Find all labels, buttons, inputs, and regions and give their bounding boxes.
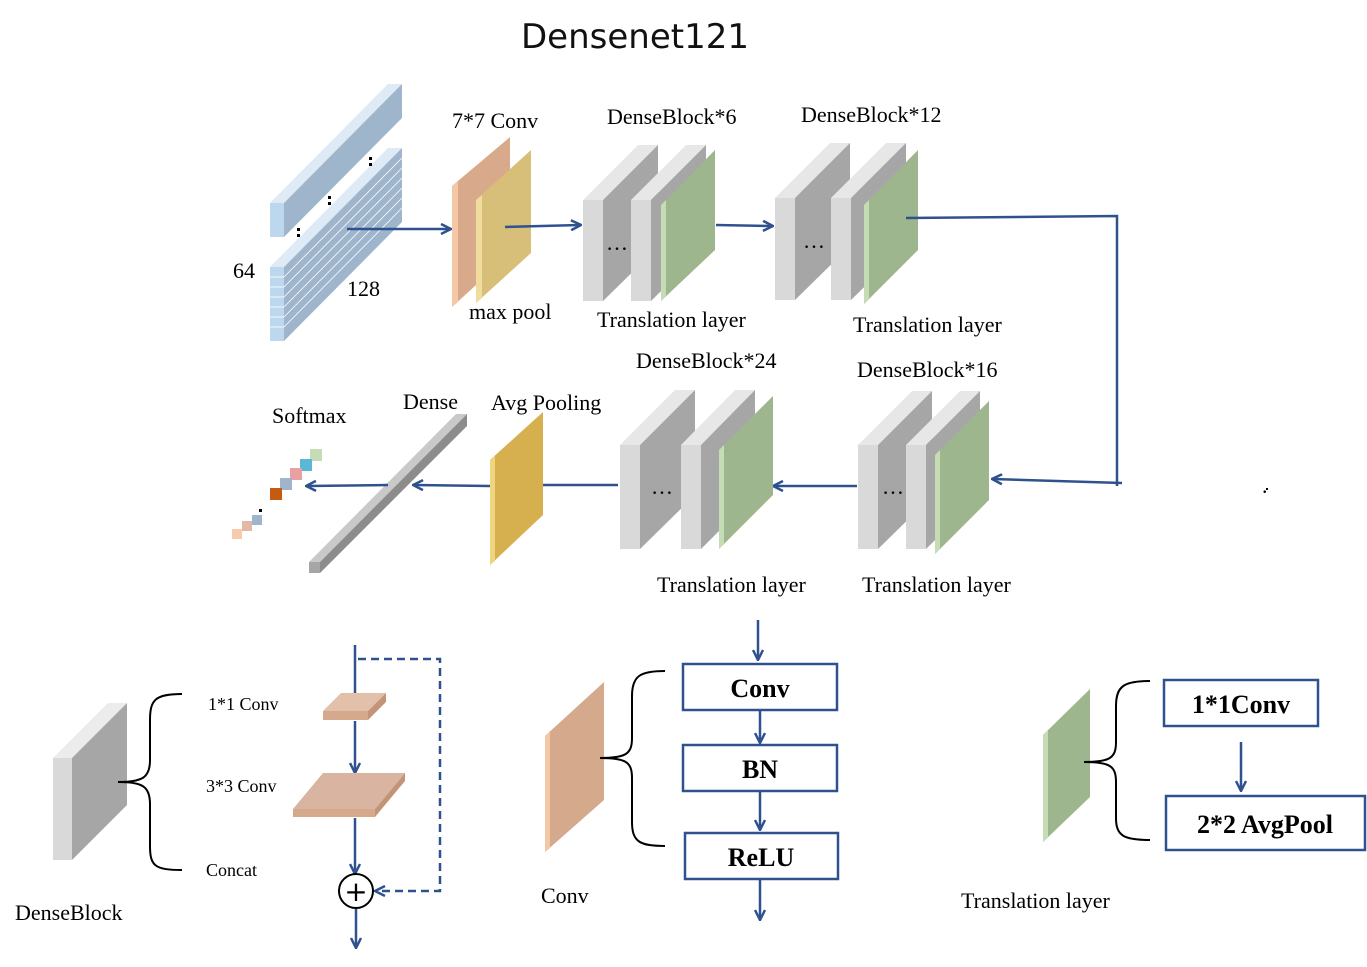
softmax-output <box>232 449 322 539</box>
skip-connection-dashed <box>358 657 442 891</box>
block2-ellipsis: … <box>803 228 825 253</box>
arrow-avgpool-to-dense <box>414 485 491 486</box>
arrow-into-block4 <box>993 479 1123 483</box>
input-width-label: 128 <box>347 276 380 301</box>
denseblock-12 <box>775 143 918 304</box>
legend-conv-brace <box>599 670 666 847</box>
conv-box <box>681 662 839 712</box>
translation-avgpool-label: 2*2 AvgPool <box>1197 810 1333 839</box>
denseblock-24 <box>620 390 773 549</box>
conv-box-label: Conv <box>730 674 789 703</box>
block3-ellipsis: … <box>651 474 673 499</box>
maxpool-label: max pool <box>469 299 552 324</box>
bn-box <box>681 743 839 793</box>
bn-box-label: BN <box>742 755 778 784</box>
relu-box <box>683 831 840 881</box>
block4-label: DenseBlock*16 <box>857 357 998 382</box>
connector-top-to-middle <box>905 214 1119 486</box>
input-feature-maps <box>270 84 403 341</box>
legend-1x1conv-slab <box>323 693 386 720</box>
arrow-dense-to-softmax <box>307 485 389 486</box>
conv7-label: 7*7 Conv <box>452 108 538 133</box>
block4-translation-label: Translation layer <box>862 572 1012 597</box>
translation-avgpool-box <box>1164 794 1367 852</box>
block2-label: DenseBlock*12 <box>801 102 942 127</box>
block4-ellipsis: … <box>882 474 904 499</box>
stray-mark: . <box>1262 473 1268 498</box>
softmax-label: Softmax <box>272 403 347 428</box>
legend-translation-brace <box>1083 680 1151 841</box>
stray-dot <box>1266 488 1268 490</box>
avg-pooling-slab <box>490 412 543 565</box>
block2-translation-label: Translation layer <box>853 312 1003 337</box>
block3-translation-label: Translation layer <box>657 572 807 597</box>
legend-denseblock-brace <box>117 693 183 871</box>
legend-step3-label: Concat <box>206 860 257 880</box>
legend-translation-caption: Translation layer <box>961 888 1111 913</box>
dense-layer-bar <box>309 414 467 573</box>
arrow-block1-to-block2 <box>715 225 772 226</box>
dense-label: Dense <box>403 389 458 414</box>
avgpool-label: Avg Pooling <box>491 390 601 415</box>
legend-conv-slab <box>545 682 604 852</box>
input-height-label: 64 <box>233 258 255 283</box>
block3-label: DenseBlock*24 <box>636 348 777 373</box>
relu-box-label: ReLU <box>728 843 795 872</box>
block1-label: DenseBlock*6 <box>607 104 737 129</box>
legend-translation-slab <box>1043 689 1090 842</box>
conv-pool-slabs <box>452 137 531 307</box>
denseblock-6 <box>583 145 715 301</box>
legend-conv-caption: Conv <box>541 883 589 908</box>
concat-plus-circle <box>338 873 374 909</box>
translation-1x1conv-box <box>1162 678 1320 728</box>
legend-step2-label: 3*3 Conv <box>206 776 277 796</box>
arrow-pool-to-block1 <box>504 225 580 227</box>
legend-step1-label: 1*1 Conv <box>208 694 279 714</box>
legend-3x3conv-slab <box>293 773 405 817</box>
translation-1x1conv-label: 1*1Conv <box>1192 690 1290 719</box>
legend-denseblock-slab <box>53 703 127 860</box>
block1-ellipsis: … <box>606 230 628 255</box>
denseblock-16 <box>858 391 989 554</box>
legend-denseblock-caption: DenseBlock <box>15 900 123 925</box>
diagram-title: Densenet121 <box>521 17 749 57</box>
block1-translation-label: Translation layer <box>597 307 747 332</box>
concat-plus-sign: + <box>344 875 367 908</box>
